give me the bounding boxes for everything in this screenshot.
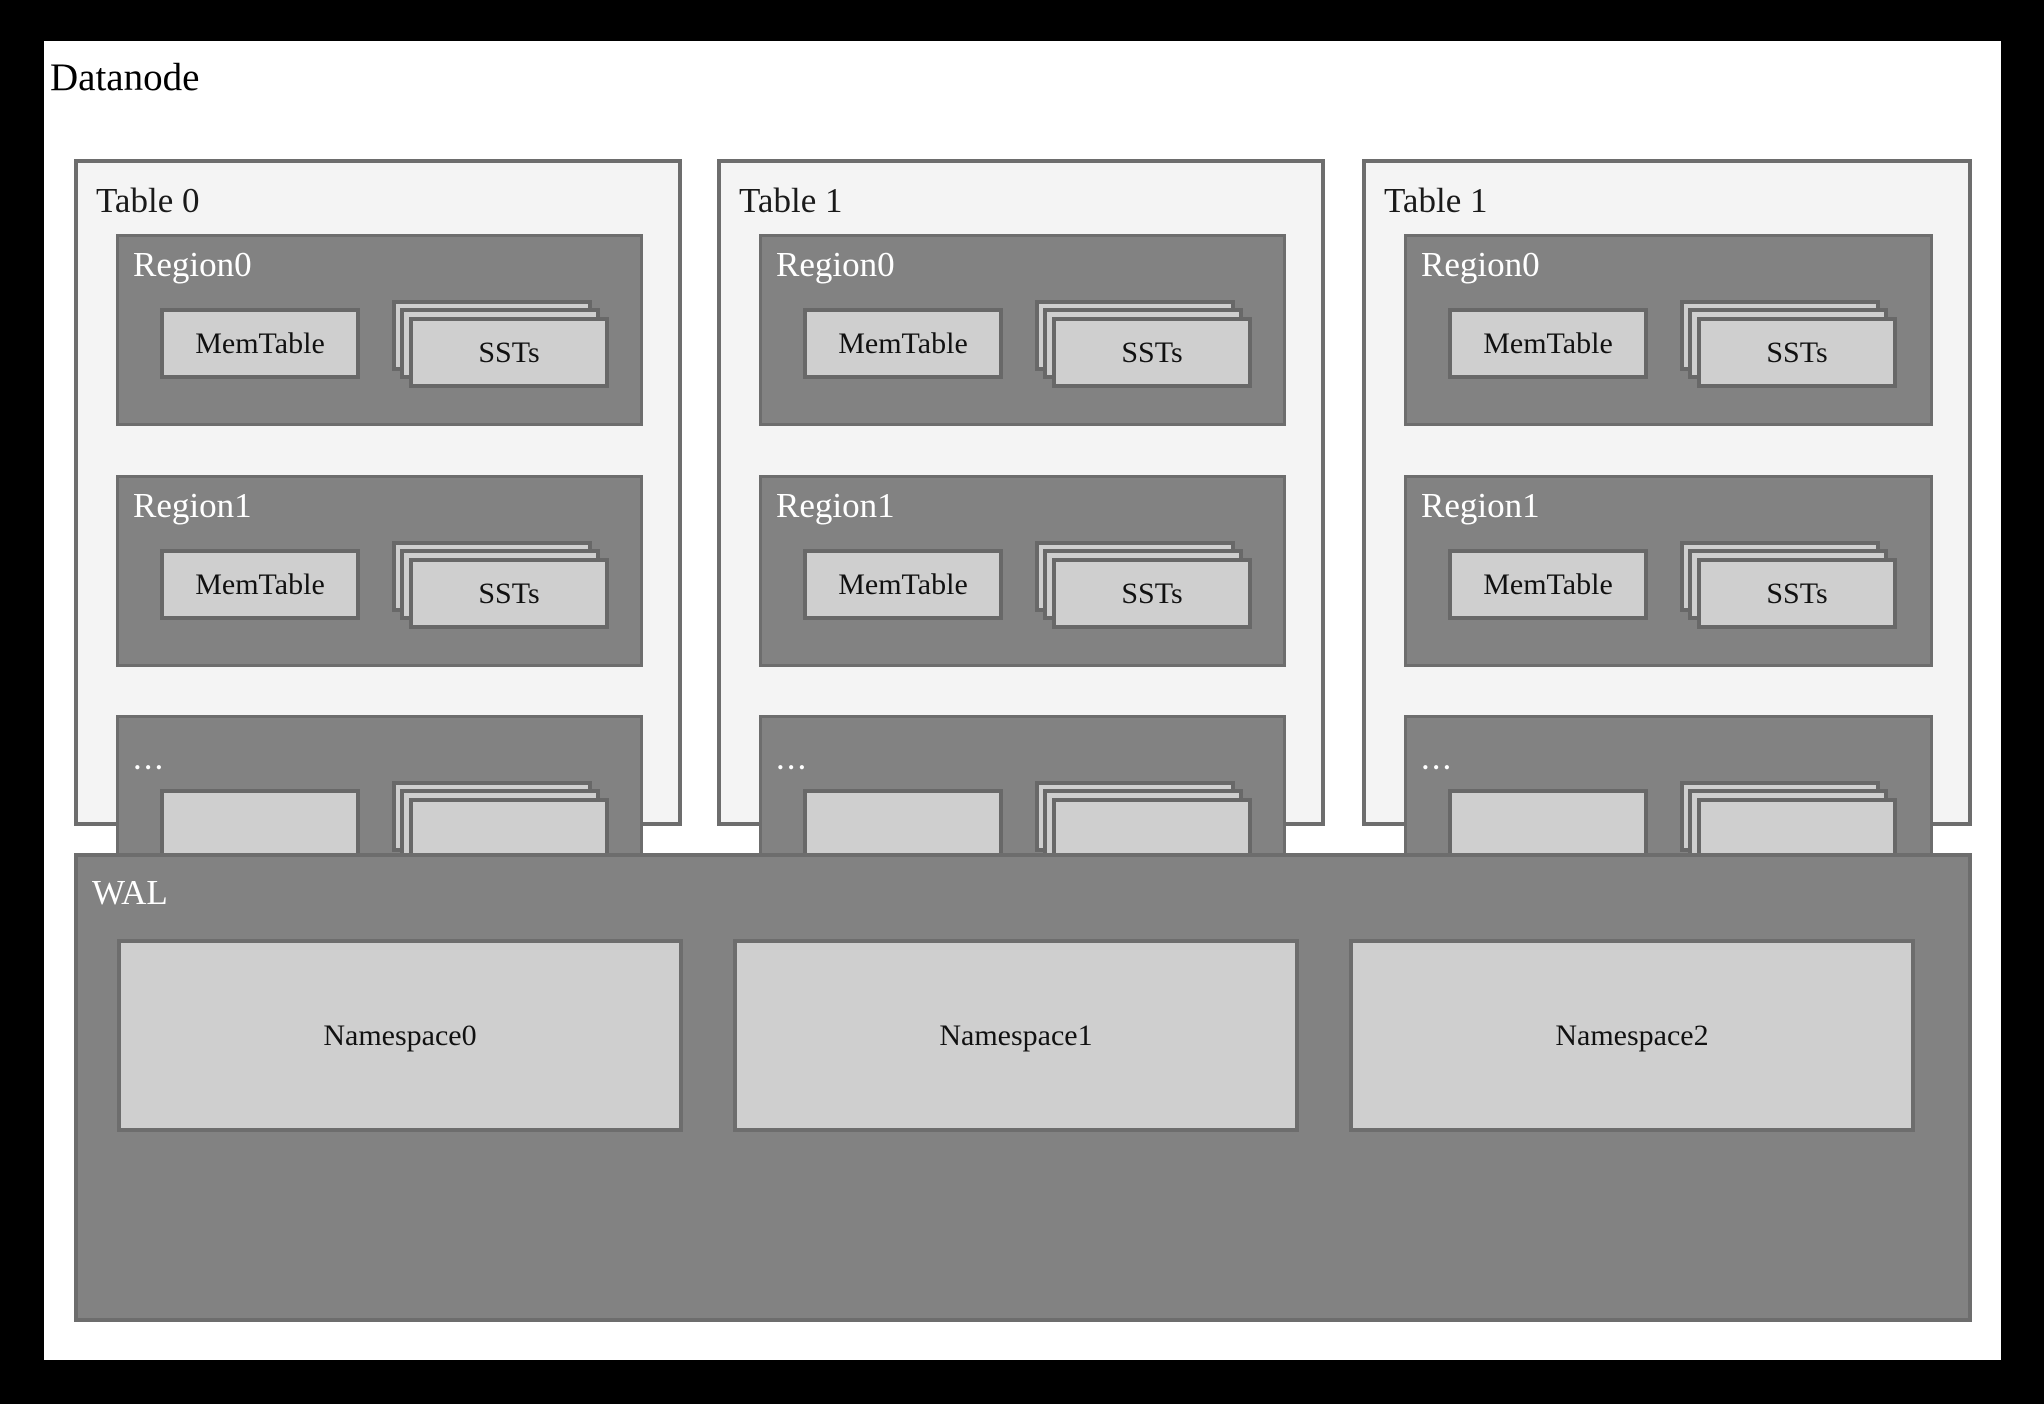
region-label-2-1: Region1 — [1421, 486, 1540, 525]
sst-stack-1-1[interactable]: SSTs — [1035, 541, 1253, 629]
region-label-0-0: Region0 — [133, 245, 252, 284]
memtable-box-1-0[interactable]: MemTable — [803, 308, 1003, 379]
sst-layer-front: SSTs — [1052, 558, 1252, 629]
sst-stack-2-1[interactable]: SSTs — [1680, 541, 1898, 629]
region-label-1-1: Region1 — [776, 486, 895, 525]
memtable-box-2-1[interactable]: MemTable — [1448, 549, 1648, 620]
region-block-1-1[interactable]: Region1 MemTable SSTs — [759, 475, 1286, 667]
memtable-box-1-2[interactable] — [803, 789, 1003, 860]
wal-container[interactable]: WAL Namespace0 Namespace1 Namespace2 — [74, 853, 1972, 1322]
memtable-box-0-2[interactable] — [160, 789, 360, 860]
sst-stack-2-0[interactable]: SSTs — [1680, 300, 1898, 388]
table-container-0[interactable]: Table 0 Region0 MemTable SSTs Region1 Me… — [74, 159, 682, 907]
region-ellipsis-2: ... — [1421, 738, 1454, 777]
sst-layer-front: SSTs — [1697, 558, 1897, 629]
sst-stack-1-0[interactable]: SSTs — [1035, 300, 1253, 388]
region-block-0-1[interactable]: Region1 MemTable SSTs — [116, 475, 643, 667]
namespace-box-0[interactable]: Namespace0 — [117, 939, 683, 1132]
memtable-box-1-1[interactable]: MemTable — [803, 549, 1003, 620]
memtable-box-2-0[interactable]: MemTable — [1448, 308, 1648, 379]
sst-stack-0-0[interactable]: SSTs — [392, 300, 610, 388]
table-container-2[interactable]: Table 1 Region0 MemTable SSTs Region1 Me… — [1362, 159, 1972, 907]
namespace-box-1[interactable]: Namespace1 — [733, 939, 1299, 1132]
region-block-2-1[interactable]: Region1 MemTable SSTs — [1404, 475, 1933, 667]
table-container-1[interactable]: Table 1 Region0 MemTable SSTs Region1 Me… — [717, 159, 1325, 907]
table-label-2: Table 1 — [1384, 181, 1488, 220]
sst-stack-0-1[interactable]: SSTs — [392, 541, 610, 629]
table-label-0: Table 0 — [96, 181, 200, 220]
region-ellipsis-0: ... — [133, 738, 166, 777]
region-label-2-0: Region0 — [1421, 245, 1540, 284]
region-block-2-0[interactable]: Region0 MemTable SSTs — [1404, 234, 1933, 426]
page-title: Datanode — [50, 56, 200, 99]
wal-label: WAL — [92, 873, 168, 912]
sst-layer-front: SSTs — [409, 558, 609, 629]
sst-layer-front: SSTs — [1697, 317, 1897, 388]
sst-layer-front: SSTs — [1052, 317, 1252, 388]
region-block-0-0[interactable]: Region0 MemTable SSTs — [116, 234, 643, 426]
region-label-1-0: Region0 — [776, 245, 895, 284]
table-label-1: Table 1 — [739, 181, 843, 220]
region-block-1-0[interactable]: Region0 MemTable SSTs — [759, 234, 1286, 426]
memtable-box-0-1[interactable]: MemTable — [160, 549, 360, 620]
region-label-0-1: Region1 — [133, 486, 252, 525]
memtable-box-2-2[interactable] — [1448, 789, 1648, 860]
sst-stack-0-2[interactable] — [392, 781, 610, 869]
memtable-box-0-0[interactable]: MemTable — [160, 308, 360, 379]
sst-layer-front: SSTs — [409, 317, 609, 388]
namespace-box-2[interactable]: Namespace2 — [1349, 939, 1915, 1132]
tables-row: Table 0 Region0 MemTable SSTs Region1 Me… — [74, 159, 1972, 907]
datanode-canvas: Datanode Table 0 Region0 MemTable SSTs R… — [44, 41, 2001, 1360]
region-ellipsis-1: ... — [776, 738, 809, 777]
